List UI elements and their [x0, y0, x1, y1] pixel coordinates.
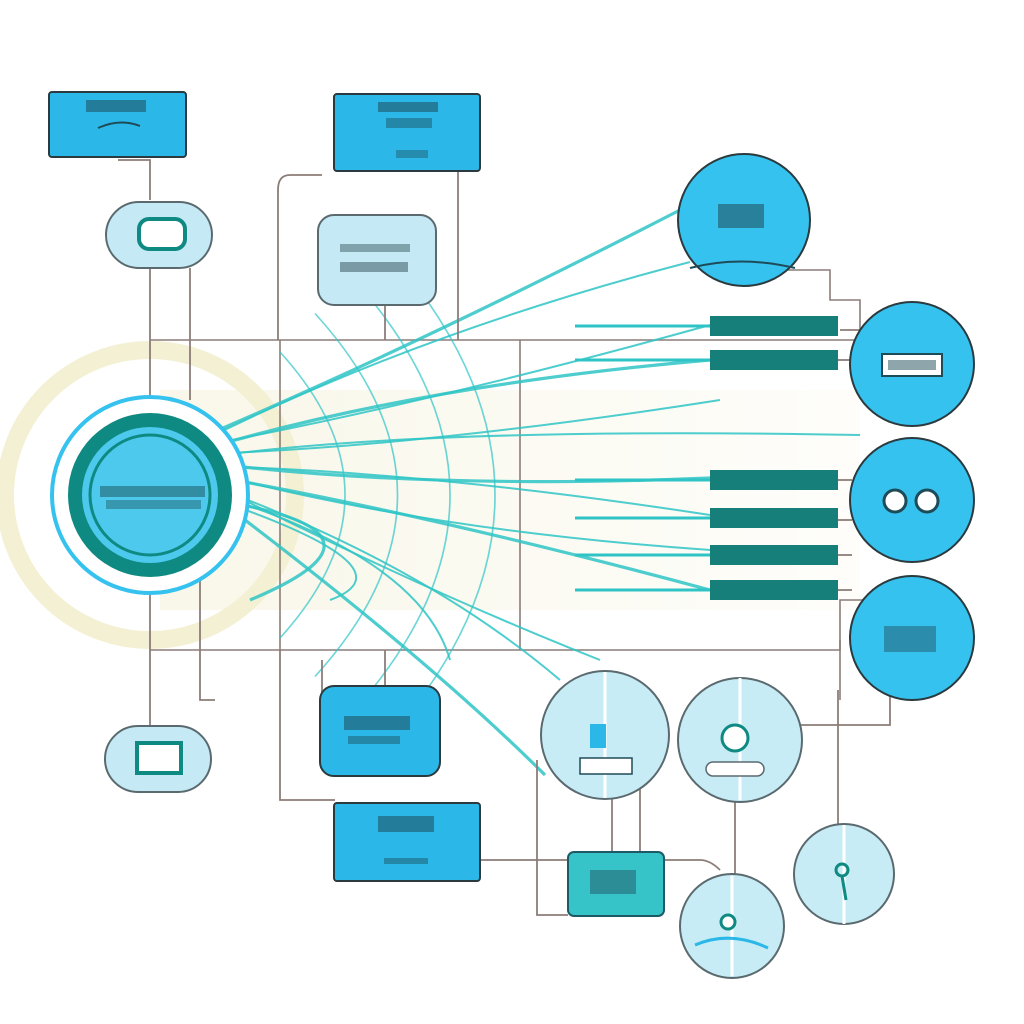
- circle-node-bottom-3[interactable]: [793, 823, 895, 925]
- circle-node-bottom-1[interactable]: [540, 670, 670, 800]
- fan-line: [199, 493, 358, 601]
- rect-node-top-left[interactable]: [48, 91, 187, 158]
- fan-line: [199, 481, 561, 681]
- rect-node-bottom-center[interactable]: [333, 802, 481, 882]
- fan-arc: [349, 274, 451, 716]
- key-icon: [834, 862, 850, 901]
- fan-line: [199, 261, 691, 443]
- rect-node-bottom-teal[interactable]: [567, 851, 665, 917]
- fan-arc: [279, 351, 346, 639]
- fan-line: [199, 484, 547, 777]
- pill-node-bottom[interactable]: [104, 725, 212, 793]
- teal-bar: [710, 316, 838, 336]
- circle-node-bottom-2[interactable]: [677, 677, 803, 803]
- rect-node-blue-lower[interactable]: [319, 685, 441, 777]
- teal-bar: [710, 470, 838, 490]
- fan-line: [199, 208, 681, 440]
- circle-node-bottom-4[interactable]: [679, 873, 785, 979]
- teal-bars: [575, 316, 838, 600]
- rect-node-top-center[interactable]: [333, 93, 481, 172]
- rect-node-pale-upper[interactable]: [317, 214, 437, 306]
- fan-line: [199, 432, 861, 459]
- teal-bar: [710, 545, 838, 565]
- fan-line: [199, 358, 711, 452]
- circle-node-right-1[interactable]: [849, 301, 975, 427]
- fan-lines: [199, 208, 861, 777]
- frame-lines: [150, 269, 880, 700]
- fan-line: [199, 472, 711, 592]
- central-hub[interactable]: [50, 395, 250, 595]
- fan-line: [199, 496, 326, 602]
- teal-bar: [710, 508, 838, 528]
- teal-bar: [710, 580, 838, 600]
- fan-arc: [379, 241, 496, 749]
- fan-line: [199, 465, 711, 516]
- circle-node-right-2[interactable]: [849, 437, 975, 563]
- pill-node-top[interactable]: [105, 201, 213, 269]
- teal-bar: [710, 350, 838, 370]
- circle-node-right-3[interactable]: [849, 575, 975, 701]
- fan-arc: [314, 312, 399, 678]
- circle-node-top[interactable]: [677, 153, 811, 287]
